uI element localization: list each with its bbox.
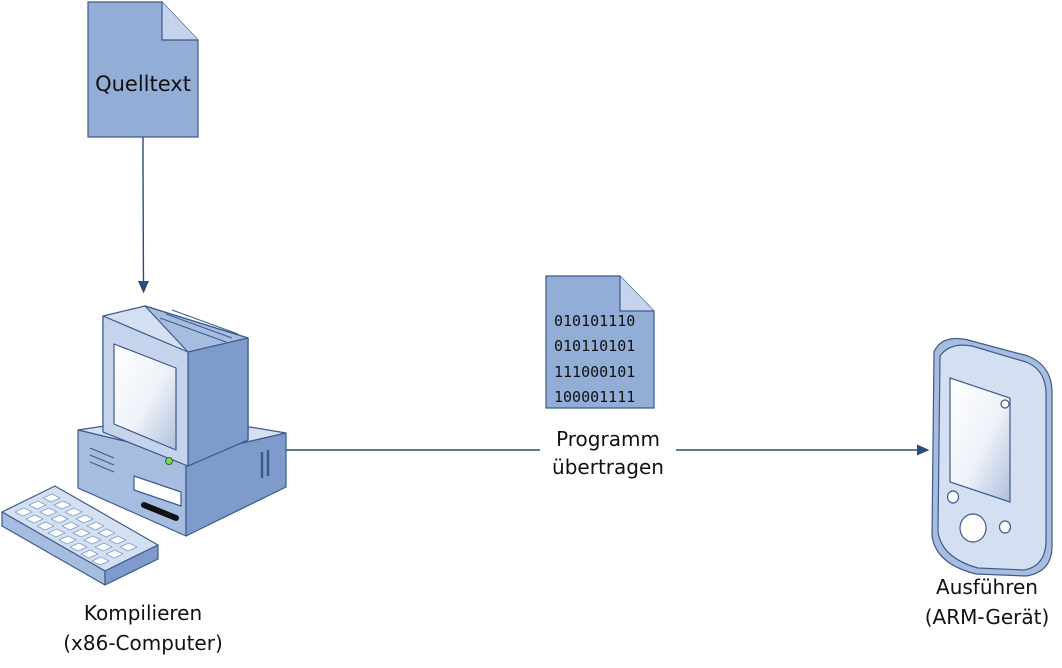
target-label-line-2: (ARM-Gerät) xyxy=(924,605,1050,629)
source-document-icon xyxy=(87,1,199,138)
target-label-line-1: Ausführen xyxy=(936,575,1038,599)
binary-code-line-3: 111000101 xyxy=(554,363,636,381)
binary-code-line-2: 010110101 xyxy=(554,337,636,355)
computer-icon xyxy=(1,305,287,586)
source-document-label: Quelltext xyxy=(95,72,191,96)
transfer-label-line-2: übertragen xyxy=(552,455,664,479)
compiler-label-line-2: (x86-Computer) xyxy=(63,631,223,655)
binary-code-line-1: 010101110 xyxy=(554,312,636,330)
arm-device-icon xyxy=(931,337,1053,577)
binary-document-icon xyxy=(545,275,655,409)
binary-code-line-4: 100001111 xyxy=(554,388,636,406)
transfer-label-line-1: Programm xyxy=(556,427,660,451)
compile-arrow xyxy=(137,137,150,294)
compiler-label-line-1: Kompilieren xyxy=(83,601,203,625)
